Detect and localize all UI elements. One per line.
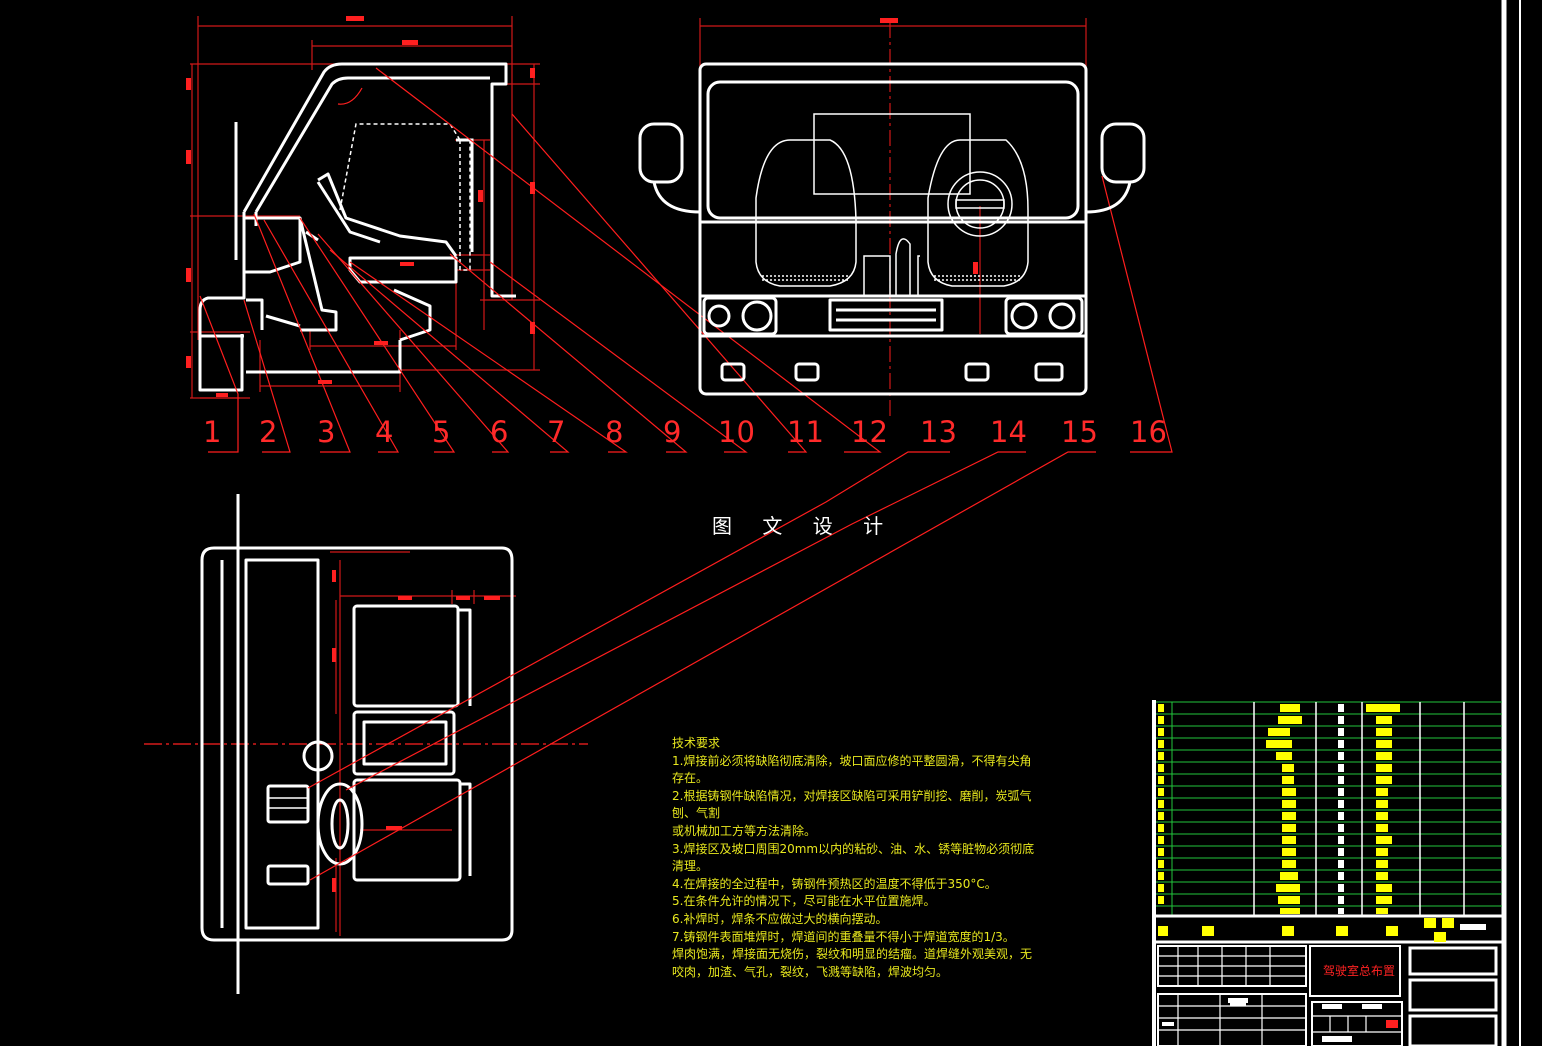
part-number-7: 7 <box>547 415 566 449</box>
part-number-2: 2 <box>259 415 278 449</box>
notes-line: 咬肉，加渣、气孔，裂纹，飞溅等缺陷，焊波均匀。 <box>672 964 949 979</box>
frame-border <box>1501 0 1521 1046</box>
part-number-11: 11 <box>787 415 824 449</box>
notes-line: 清理。 <box>672 859 709 874</box>
watermark-text: 图 文 设 计 <box>712 514 896 538</box>
notes-line: 2.根据铸钢件缺陷情况，对焊接区缺陷可采用铲削挖、磨削，炭弧气 <box>672 788 1032 803</box>
front-view <box>638 18 1146 420</box>
part-number-10: 10 <box>718 415 755 449</box>
notes-line: 刨、气割 <box>672 806 721 821</box>
notes-line: 5.在条件允许的情况下，尽可能在水平位置施焊。 <box>672 894 936 909</box>
part-number-1: 1 <box>203 415 222 449</box>
notes-line: 存在。 <box>672 771 709 786</box>
notes-line: 焊肉饱满，焊接面无烧伤，裂纹和明显的结瘤。道焊缝外观美观，无 <box>672 947 1033 962</box>
part-number-3: 3 <box>317 415 336 449</box>
notes-line: 3.焊接区及坡口周围20mm以内的粘砂、油、水、锈等脏物必须彻底 <box>672 841 1035 856</box>
part-number-12: 12 <box>851 415 888 449</box>
part-number-8: 8 <box>605 415 624 449</box>
parts-list <box>1152 700 1502 1046</box>
notes-line: 或机械加工方等方法清除。 <box>672 823 817 838</box>
notes-line: 4.在焊接的全过程中，铸钢件预热区的温度不得低于350°C。 <box>672 876 997 891</box>
side-view <box>186 16 1173 453</box>
leaders-13-15 <box>307 451 1096 881</box>
technical-notes: 技术要求 1.焊接前必须将缺陷彻底清除，坡口面应修的平整圆滑，不得有尖角 存在。… <box>672 735 1092 981</box>
notes-title: 技术要求 <box>672 736 721 750</box>
part-number-16: 16 <box>1130 415 1167 449</box>
title-block <box>1157 945 1498 1046</box>
notes-line: 1.焊接前必须将缺陷彻底清除，坡口面应修的平整圆滑，不得有尖角 <box>672 753 1032 768</box>
part-number-9: 9 <box>663 415 682 449</box>
notes-line: 7.铸钢件表面堆焊时，焊道间的重叠量不得小于焊道宽度的1/3。 <box>672 929 1015 944</box>
part-number-4: 4 <box>375 415 394 449</box>
part-number-15: 15 <box>1061 415 1098 449</box>
part-number-5: 5 <box>432 415 451 449</box>
part-number-6: 6 <box>490 415 509 449</box>
top-view <box>144 494 588 994</box>
notes-line: 6.补焊时，焊条不应做过大的横向摆动。 <box>672 911 888 926</box>
part-number-14: 14 <box>990 415 1027 449</box>
drawing-name: 驾驶室总布置 <box>1322 964 1395 978</box>
part-number-13: 13 <box>920 415 957 449</box>
